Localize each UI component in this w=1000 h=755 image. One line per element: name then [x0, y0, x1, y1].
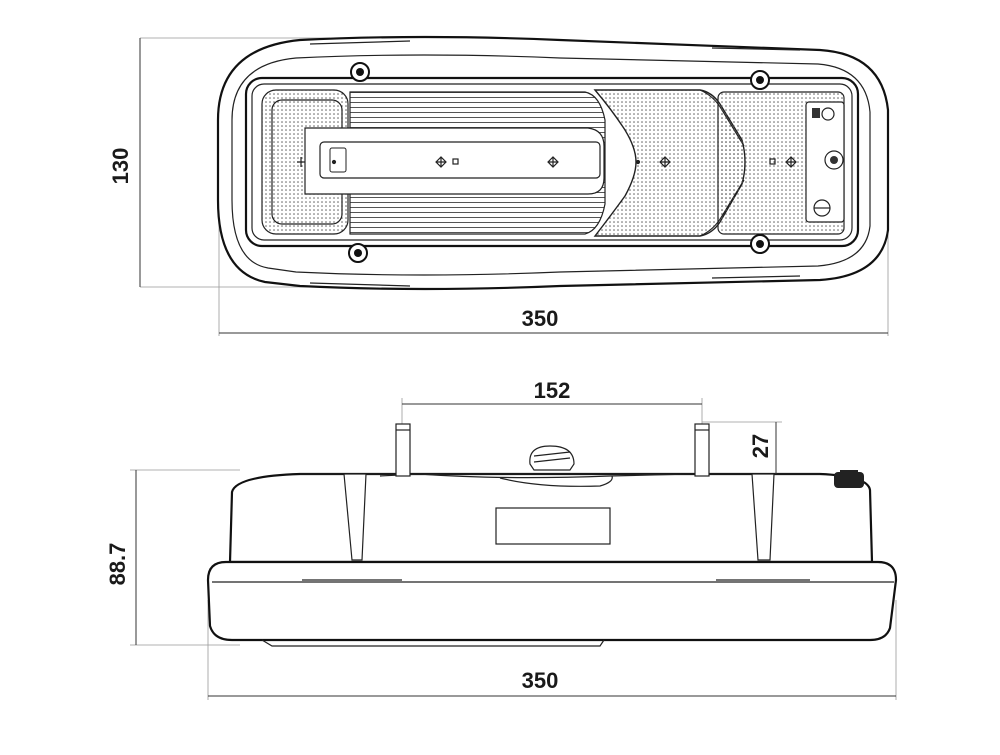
center-connector [529, 445, 575, 471]
light-guide-bar [304, 127, 605, 195]
lens-bottom-lip [261, 639, 605, 647]
right-connector-cap [840, 470, 858, 474]
lens-front [206, 560, 898, 642]
stud-boss-right [751, 473, 775, 561]
bottom-edge-mark-left [309, 282, 411, 287]
stud-right [694, 423, 710, 477]
stud-left [395, 423, 411, 477]
stud-boss-left [343, 473, 367, 561]
side-view: 152 27 88.7 350 [105, 378, 898, 700]
stud-length-label: 27 [748, 434, 773, 458]
center-connector-thread [533, 451, 571, 463]
stud-spacing-label: 152 [534, 378, 571, 403]
label-symbol-middle-center [830, 156, 838, 164]
screws [348, 62, 770, 263]
screw-top-left-head [356, 68, 364, 76]
side-width-label: 350 [522, 668, 559, 693]
light-guide-end [329, 147, 347, 173]
side-label-window [495, 507, 611, 545]
label-mark-top [812, 108, 820, 118]
bottom-edge-mark-right [711, 275, 801, 279]
right-connector [834, 472, 864, 488]
label-symbol-middle [824, 150, 844, 170]
top-view: 130 350 [108, 35, 890, 336]
top-edge-mark-right [711, 47, 801, 51]
lens-frame-inner [251, 83, 853, 241]
housing-rear-rib [379, 473, 691, 479]
housing-inner-rim [231, 54, 871, 276]
screw-top-right-head [756, 76, 764, 84]
housing-rear-curve [499, 475, 613, 487]
center-markers [297, 156, 797, 168]
light-guide-inner [319, 141, 601, 179]
top-height-label: 130 [108, 148, 133, 185]
top-edge-mark-left [309, 40, 411, 45]
label-symbol-top [821, 107, 835, 121]
screw-bottom-right-head [756, 240, 764, 248]
screw-bottom-left-head [354, 249, 362, 257]
side-height-label: 88.7 [105, 543, 130, 586]
top-width-label: 350 [522, 306, 559, 331]
